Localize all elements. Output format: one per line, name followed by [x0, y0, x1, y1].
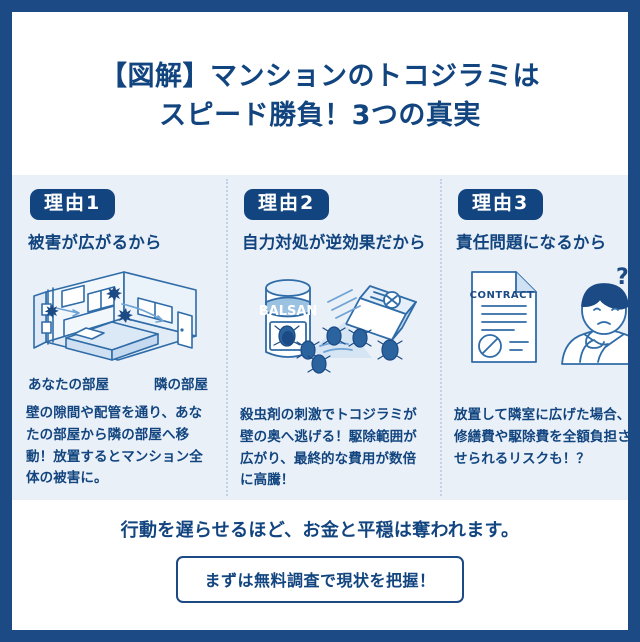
question-mark-large-icon: ? — [616, 265, 628, 290]
insecticide-can-icon: BALSAN — [240, 259, 426, 377]
closing-statement: 行動を遅らせるほど、お金と平穏は奪われます。 — [120, 519, 520, 541]
reason-column-2: 理由2 自力対処が逆効果だから — [226, 178, 440, 497]
free-inspection-cta-button[interactable]: まずは無料調査で現状を把握！ — [176, 555, 464, 603]
title-area: 【図解】マンションのトコジラミは スピード勝負！3つの真実 — [12, 12, 628, 175]
room-label-neighbor: 隣の部屋 — [154, 376, 208, 393]
reason-heading-3: 責任問題になるから — [456, 232, 607, 252]
reason-column-3: 理由3 責任問題になるから CONTRACT — [440, 178, 628, 497]
can-brand-label: BALSAN — [259, 304, 318, 319]
reason-heading-2: 自力対処が逆効果だから — [242, 232, 426, 252]
reason-badge-3: 理由3 — [458, 189, 544, 220]
reason-body-1: 壁の隙間や配管を通り、あなたの部屋から隣の部屋へ移動！放置するとマンション全体の… — [26, 404, 203, 487]
title-line-2: スピード勝負！3つの真実 — [159, 99, 481, 131]
title-line-1: 【図解】マンションのトコジラミは — [100, 61, 540, 93]
reason-badge-2: 理由2 — [244, 189, 330, 220]
reason-badge-1: 理由1 — [30, 189, 116, 220]
reason-body-3: 放置して隣室に広げた場合、修繕費や駆除費を全額負担させられるリスクも！？ — [454, 406, 628, 467]
room-label-yours: あなたの部屋 — [28, 376, 109, 393]
contract-title-label: CONTRACT — [470, 290, 535, 301]
footer-area: 行動を遅らせるほど、お金と平穏は奪われます。 まずは無料調査で現状を把握！ — [12, 500, 628, 630]
reason-body-2: 殺虫剤の刺激でトコジラミが壁の奥へ逃げる！駆除範囲が広がり、最終的な費用が数倍に… — [240, 406, 417, 489]
room-labels: あなたの部屋 隣の部屋 — [26, 373, 212, 393]
reasons-panel: 理由1 被害が広がるから — [12, 175, 628, 501]
contract-worried-person-icon: CONTRACT ? — [454, 259, 628, 377]
bedroom-isometric-icon — [26, 259, 212, 377]
reason-heading-1: 被害が広がるから — [28, 232, 162, 252]
poster-inner: 【図解】マンションのトコジラミは スピード勝負！3つの真実 理由1 被害が広がる… — [12, 12, 628, 630]
reason-column-1: 理由1 被害が広がるから — [12, 189, 226, 492]
